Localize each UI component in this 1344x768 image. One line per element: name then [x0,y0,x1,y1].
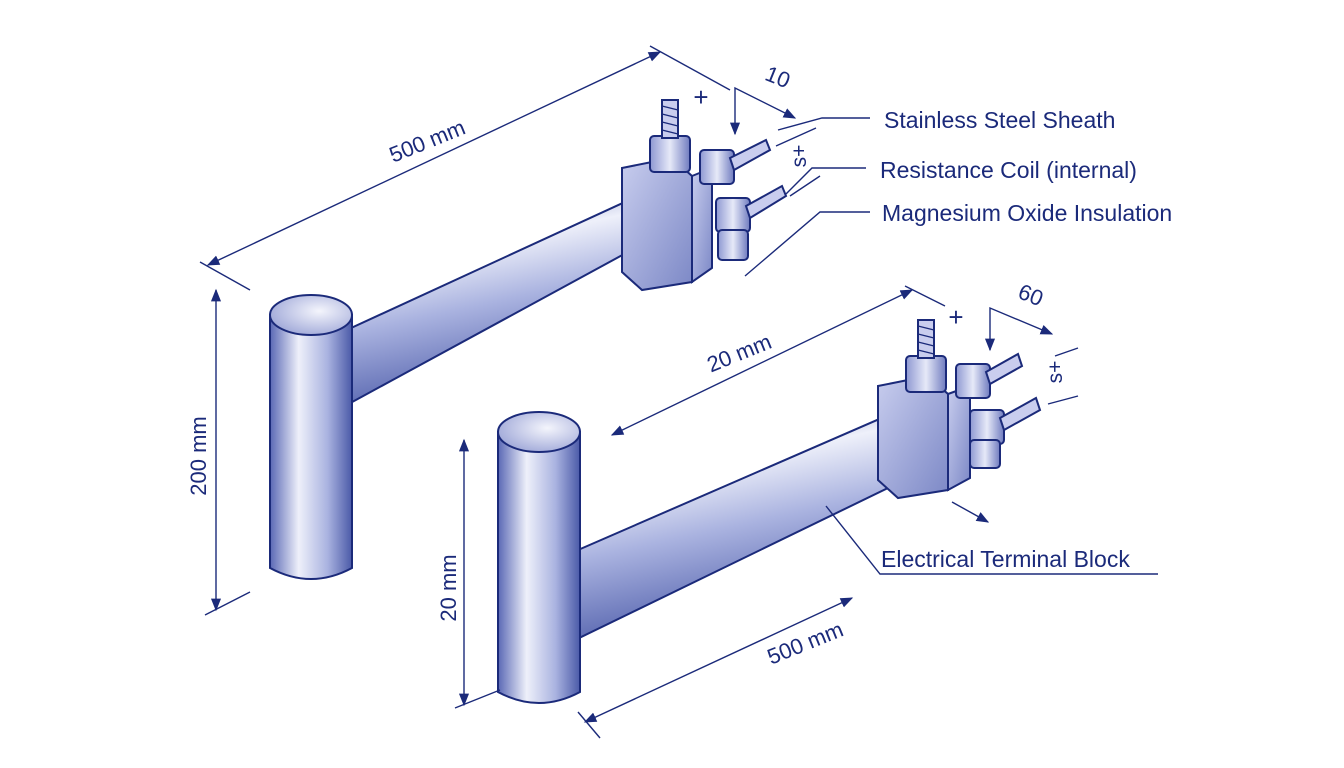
top-tube [323,193,674,409]
top-leg-cap [269,294,353,336]
top-plus-side-sign: s+ [788,145,811,168]
bottom-height-label: 20 mm [436,554,461,621]
top-height-label: 200 mm [186,416,211,495]
bottom-plus-side-sign: s+ [1044,361,1067,384]
bottom-gap-label: 20 mm [703,329,775,377]
bottom-plus-sign: + [948,302,963,332]
callout-electrical-terminal-block: Electrical Terminal Block [881,546,1130,572]
top-length-label: 500 mm [386,115,469,168]
bottom-tube [553,408,927,642]
callout-magnesium-oxide: Magnesium Oxide Insulation [882,200,1172,226]
bottom-terminal-block [877,319,1042,500]
bottom-leg-cap [497,411,581,453]
bottom-offset-label: 60 [1015,279,1047,311]
bottom-leg [497,431,581,704]
callouts: Stainless Steel Sheath Resistance Coil (… [744,107,1172,575]
top-leg [269,314,353,580]
callout-resistance-coil: Resistance Coil (internal) [880,157,1137,183]
bottom-heating-element [497,319,1042,704]
top-offset-label: 10 [762,61,794,93]
top-plus-sign: + [693,82,708,112]
bottom-length-label: 500 mm [764,617,847,670]
callout-stainless-steel-sheath: Stainless Steel Sheath [884,107,1115,133]
